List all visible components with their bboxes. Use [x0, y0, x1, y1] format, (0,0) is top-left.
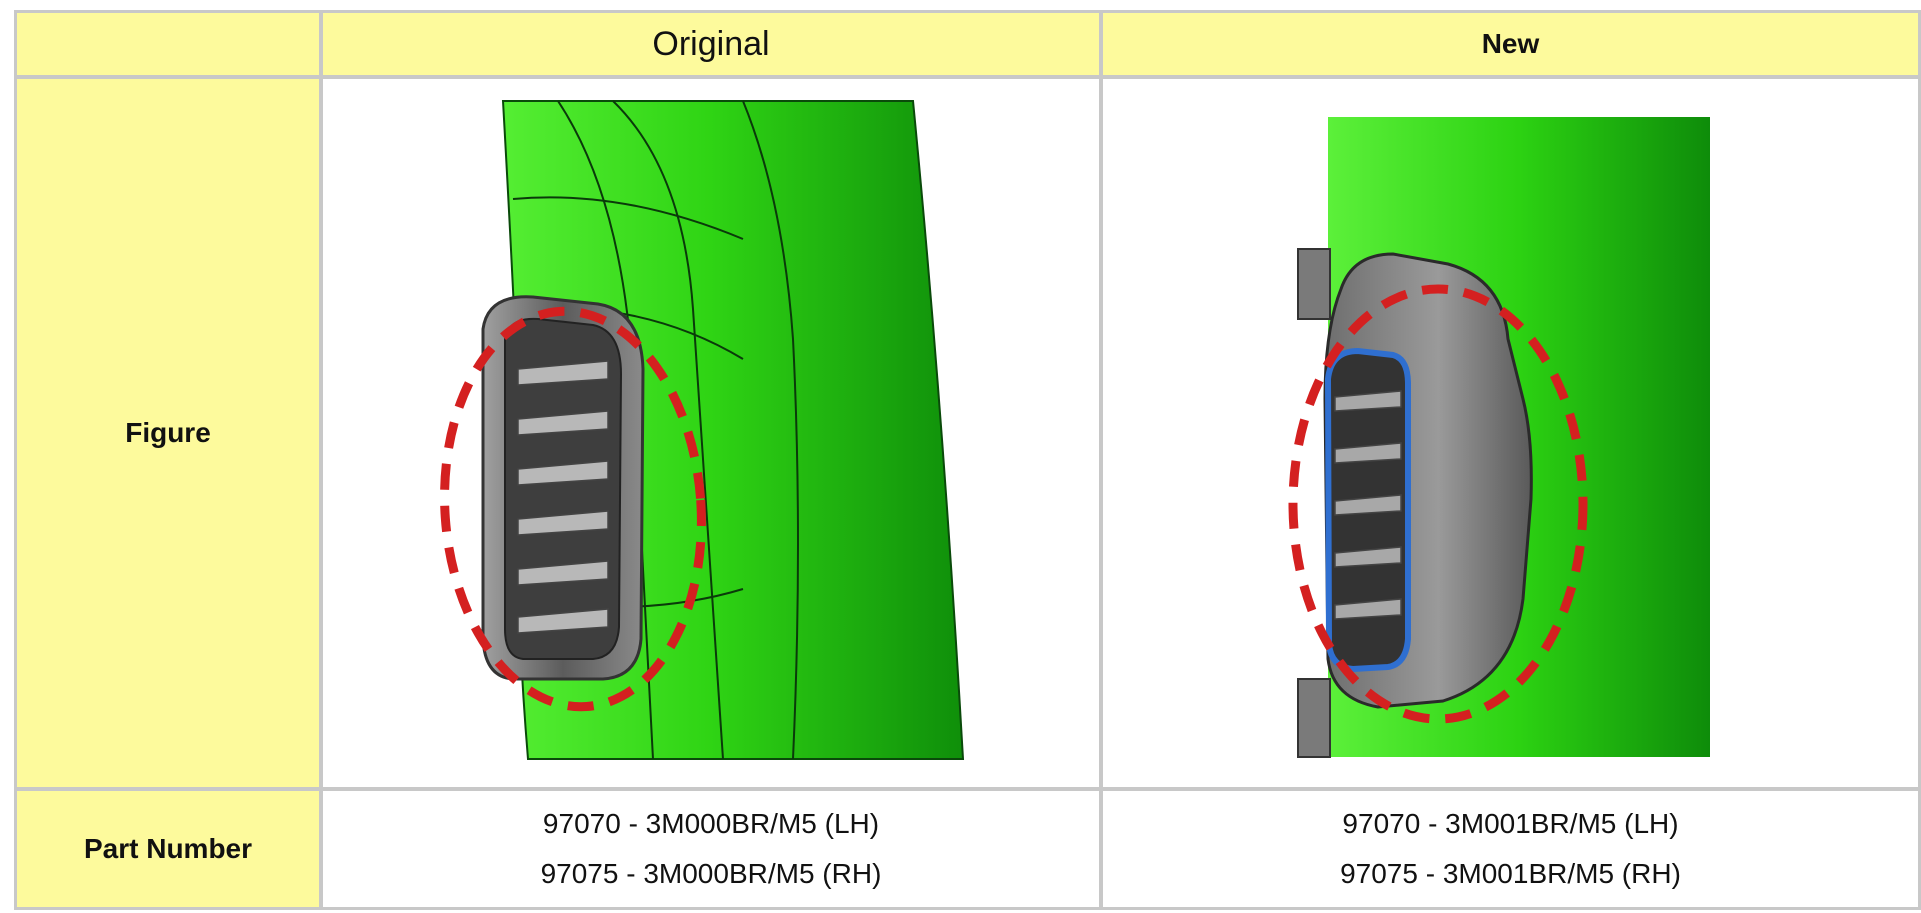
new-top-tab	[1297, 248, 1331, 320]
header-new-label: New	[1481, 28, 1540, 59]
original-highlight-ellipse	[440, 306, 706, 712]
header-new-cell: New	[1103, 13, 1918, 75]
original-part-number-lh: 97070 - 3M000BR/M5 (LH)	[542, 808, 880, 839]
original-figure-cell	[323, 79, 1099, 787]
new-bottom-tab	[1297, 678, 1331, 758]
new-part-number-lh: 97070 - 3M001BR/M5 (LH)	[1342, 808, 1679, 839]
figure-row-label-cell: Figure	[17, 79, 319, 787]
figure-row-label: Figure	[125, 417, 211, 448]
new-highlight-ellipse	[1288, 284, 1588, 724]
part-number-row-label-cell: Part Number	[17, 791, 319, 907]
new-figure-cell	[1103, 79, 1918, 787]
new-vent-louvers	[1334, 390, 1402, 620]
header-corner-cell	[17, 13, 319, 75]
original-vent-illustration	[440, 100, 965, 760]
header-original-label: Original	[652, 24, 770, 63]
comparison-table: Original New Figure	[14, 10, 1921, 910]
new-part-number-cell: 97070 - 3M001BR/M5 (LH) 97075 - 3M001BR/…	[1103, 791, 1918, 907]
new-part-number-rh: 97075 - 3M001BR/M5 (RH)	[1340, 858, 1681, 889]
original-part-number-cell: 97070 - 3M000BR/M5 (LH) 97075 - 3M000BR/…	[323, 791, 1099, 907]
part-number-row-label: Part Number	[83, 833, 253, 864]
header-original-cell: Original	[323, 13, 1099, 75]
new-vent-illustration	[1288, 117, 1710, 758]
original-vent-louvers	[517, 360, 609, 634]
original-part-number-rh: 97075 - 3M000BR/M5 (RH)	[540, 858, 882, 889]
